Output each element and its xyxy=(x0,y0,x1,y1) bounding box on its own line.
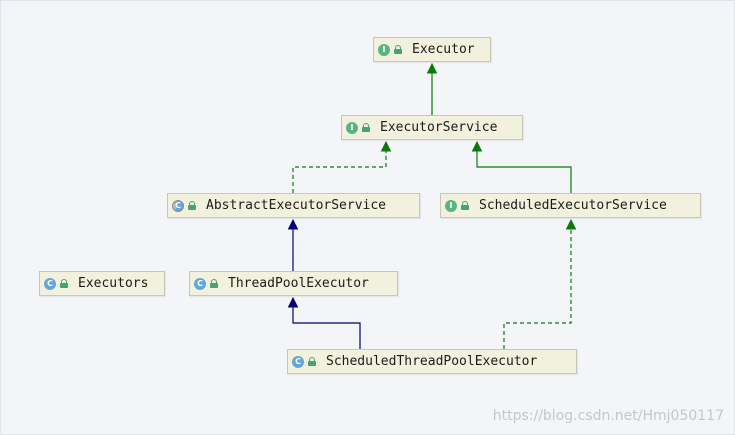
node-executor[interactable]: I Executor xyxy=(373,37,491,62)
interface-icon: I xyxy=(378,43,390,56)
node-label: ScheduledThreadPoolExecutor xyxy=(326,354,538,369)
node-label: AbstractExecutorService xyxy=(206,198,387,213)
abstract-class-icon: C xyxy=(172,199,184,212)
node-scheduled-thread-pool-executor[interactable]: C ScheduledThreadPoolExecutor xyxy=(287,349,577,374)
public-lock-icon xyxy=(210,279,218,288)
node-label: ThreadPoolExecutor xyxy=(228,276,369,291)
node-label: ScheduledExecutorService xyxy=(479,198,667,213)
node-thread-pool-executor[interactable]: C ThreadPoolExecutor xyxy=(189,271,398,296)
class-icon: C xyxy=(194,277,206,290)
edge-scheduledexecutorservice-to-executorservice xyxy=(471,140,572,193)
public-lock-icon xyxy=(461,201,469,210)
edge-scheduledthreadpoolexecutor-to-threadpoolexecutor xyxy=(287,296,361,349)
node-executors[interactable]: C Executors xyxy=(39,271,165,296)
node-executor-service[interactable]: I ExecutorService xyxy=(341,115,523,140)
node-abstract-executor-service[interactable]: C AbstractExecutorService xyxy=(167,193,420,218)
public-lock-icon xyxy=(362,123,370,132)
public-lock-icon xyxy=(60,279,68,288)
edge-scheduledthreadpoolexecutor-to-scheduledexecutorservice xyxy=(503,218,577,349)
public-lock-icon xyxy=(394,45,402,54)
class-icon: C xyxy=(292,355,304,368)
node-label: ExecutorService xyxy=(380,120,498,135)
public-lock-icon xyxy=(308,357,316,366)
node-label: Executors xyxy=(78,276,149,291)
node-scheduled-executor-service[interactable]: I ScheduledExecutorService xyxy=(440,193,701,218)
public-lock-icon xyxy=(188,201,196,210)
edge-abstractexecutorservice-to-executorservice xyxy=(292,140,392,193)
class-icon: C xyxy=(44,277,56,290)
watermark: https://blog.csdn.net/Hmj050117 xyxy=(492,408,724,424)
interface-icon: I xyxy=(346,121,358,134)
interface-icon: I xyxy=(445,199,457,212)
node-label: Executor xyxy=(412,42,475,57)
